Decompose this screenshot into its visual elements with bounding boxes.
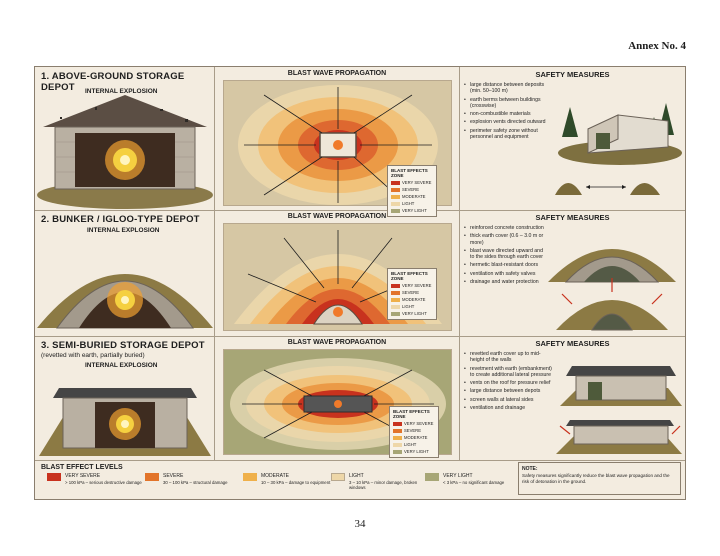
blast-zone-legend: BLAST EFFECTS ZONE VERY SEVERE SEVERE MO… [387,165,437,217]
list-item: earth berms between buildings (crosswise… [464,97,552,110]
list-item: explosion vents directed outward [464,119,552,126]
legend-item: MODERATE [393,434,435,441]
blast-wave-header: BLAST WAVE PROPAGATION [287,339,387,346]
legend-item: VERY SEVERE [393,420,435,427]
blast-zone-legend: BLAST EFFECTS ZONE VERY SEVERE SEVERE MO… [387,268,437,320]
safety-illustration [556,366,682,454]
safety-measures-list: reinforced concrete construction thick e… [464,225,544,287]
row-semi-buried: 3. SEMI-BURIED STORAGE DEPOT (revetted w… [35,336,685,461]
internal-explosion-label: INTERNAL EXPLOSION [85,88,158,95]
level-name: VERY SEVERE [65,473,101,479]
level-name: VERY LIGHT [443,473,473,479]
legend-item: LIGHT [391,303,433,310]
safety-measures-list: large distance between deposits (min. 50… [464,82,552,142]
safety-measures-cell: SAFETY MEASURES revetted earth cover up … [460,336,685,460]
legend-item: MODERATE [391,296,433,303]
blast-zone-legend: BLAST EFFECTS ZONE VERY SEVERE SEVERE MO… [389,406,439,458]
blast-zone-map [224,81,451,205]
list-item: thick earth cover (0.6 – 3.0 m or more) [464,233,544,246]
list-item: revetted earth cover up to mid-height of… [464,351,552,364]
level-desc: 3 – 10 kPa – minor damage, broken window… [349,480,418,490]
legend-item: VERY SEVERE [391,179,433,186]
note-text: Safety measures significantly reduce the… [522,473,670,484]
depot-illustration-cell: 3. SEMI-BURIED STORAGE DEPOT (revetted w… [35,336,215,460]
legend-item: VERY LIGHT [391,310,433,317]
legend-item: MODERATE [391,193,433,200]
legend-title: BLAST EFFECTS ZONE [391,168,428,178]
level-name: LIGHT [349,473,364,479]
level-desc: < 3 kPa – no significant damage [443,480,505,485]
note-title: NOTE: [522,466,538,472]
list-item: vents on the roof for pressure relief [464,380,552,387]
list-item: hermetic blast-resistant doors [464,262,544,269]
list-item: non-combustible materials [464,111,552,118]
blast-wave-cell: BLAST WAVE PROPAGATION [215,336,460,460]
legend-title: BLAST EFFECTS ZONE [391,271,428,281]
list-item: drainage and water protection [464,279,544,286]
blast-wave-cell: BLAST WAVE PROPAGATION [215,210,460,336]
list-item: screen walls at lateral sides [464,397,552,404]
blast-map [223,349,452,455]
legend-item: LIGHT [393,441,435,448]
blast-wave-cell: BLAST WAVE PROPAGATION [215,67,460,217]
infographic-board: 1. ABOVE-GROUND STORAGE DEPOT INTERNAL E… [34,66,686,500]
row-title: 3. SEMI-BURIED STORAGE DEPOT [41,340,205,351]
legend-item: SEVERE [393,427,435,434]
legend-item: VERY LIGHT [391,207,433,214]
level-desc: 10 – 30 kPa – damage to equipment [261,480,331,485]
footer-title: BLAST EFFECT LEVELS [41,464,123,471]
legend-item: SEVERE [391,289,433,296]
internal-explosion-label: INTERNAL EXPLOSION [85,362,158,369]
legend-item: SEVERE [391,186,433,193]
list-item: large distance between depots [464,388,552,395]
blast-map [223,80,452,206]
depot-illustration-cell: 2. BUNKER / IGLOO-TYPE DEPOT INTERNAL EX… [35,210,215,336]
row-title: 1. ABOVE-GROUND STORAGE DEPOT [41,71,185,93]
list-item: ventilation and drainage [464,405,552,412]
row-subtitle: (revetted with earth, partially buried) [41,352,145,359]
safety-illustration [548,249,676,331]
safety-measures-header: SAFETY MEASURES [535,213,610,222]
safety-measures-header: SAFETY MEASURES [535,70,610,79]
level-desc: > 100 kPa – serious destructive damage [65,480,142,485]
blast-zone-map [224,350,451,454]
safety-measures-cell: SAFETY MEASURES reinforced concrete cons… [460,210,685,336]
semi-buried-depot-illustration [39,388,211,456]
depot-illustration-cell: 1. ABOVE-GROUND STORAGE DEPOT INTERNAL E… [35,67,215,210]
legend-item: VERY LIGHT [393,448,435,455]
legend-title: BLAST EFFECTS ZONE [393,409,430,419]
row-title: 2. BUNKER / IGLOO-TYPE DEPOT [41,214,200,225]
blast-effect-levels: BLAST EFFECT LEVELS VERY SEVERE > 100 kP… [35,460,685,499]
above-ground-depot-illustration [37,95,213,209]
safety-measures-list: revetted earth cover up to mid-height of… [464,351,552,413]
blast-wave-header: BLAST WAVE PROPAGATION [287,70,387,77]
list-item: blast wave directed upward and to the si… [464,248,544,261]
row-bunker-igloo: 2. BUNKER / IGLOO-TYPE DEPOT INTERNAL EX… [35,210,685,337]
list-item: perimeter safety zone without personnel … [464,128,552,141]
page-number: 34 [354,518,366,530]
list-item: large distance between deposits (min. 50… [464,82,552,95]
safety-measures-header: SAFETY MEASURES [535,339,610,348]
blast-wave-header: BLAST WAVE PROPAGATION [287,213,387,220]
legend-item: LIGHT [391,200,433,207]
annex-label: Annex No. 4 [628,40,686,52]
list-item: ventilation with safety valves [464,271,544,278]
safety-measures-cell: SAFETY MEASURES large distance between d… [460,67,685,210]
level-desc: 30 – 100 kPa – structural damage [163,480,228,485]
row-above-ground: 1. ABOVE-GROUND STORAGE DEPOT INTERNAL E… [35,67,685,217]
list-item: reinforced concrete construction [464,225,544,232]
legend-item: VERY SEVERE [391,282,433,289]
list-item: revetment with earth (embankment) to cre… [464,366,552,379]
level-name: MODERATE [261,473,289,479]
level-name: SEVERE [163,473,184,479]
safety-illustration [555,103,682,195]
bunker-depot-illustration [37,274,213,329]
note-box: NOTE: Safety measures significantly redu… [518,462,681,495]
internal-explosion-label: INTERNAL EXPLOSION [87,227,160,234]
